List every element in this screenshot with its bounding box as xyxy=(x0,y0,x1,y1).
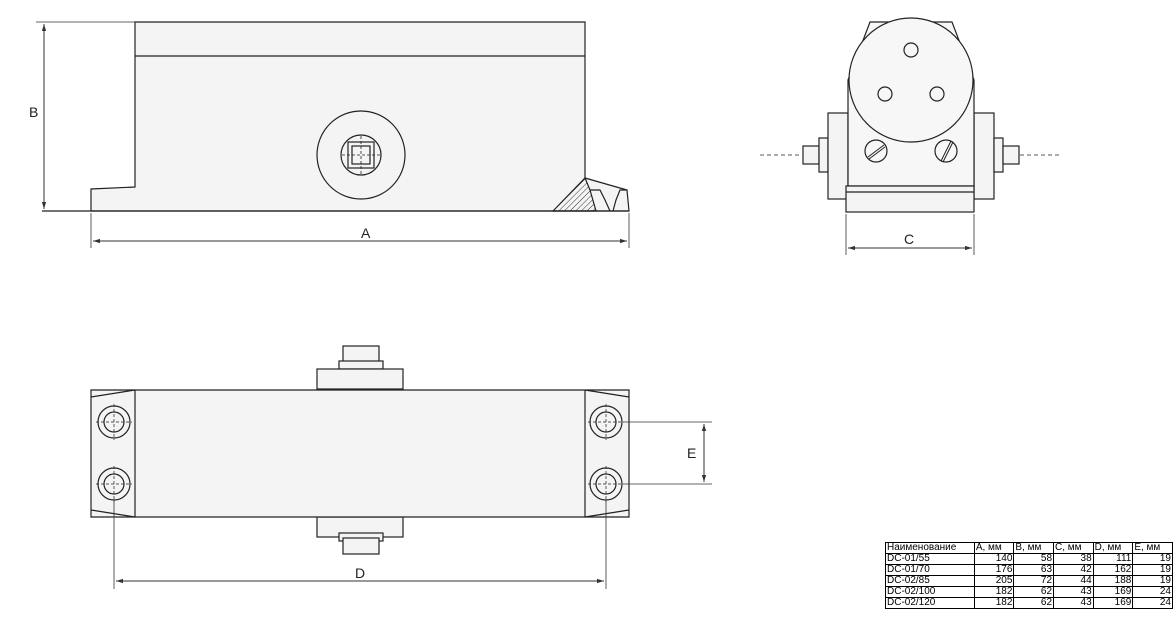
spec-table-cell: 182 xyxy=(973,597,1015,609)
front-right-bolt xyxy=(993,137,1004,173)
top-upper-boss xyxy=(316,368,404,390)
front-base-plate xyxy=(845,185,975,213)
spec-table-cell: 176 xyxy=(973,564,1015,576)
top-upper-shaft-collar xyxy=(338,360,384,370)
spec-table-cell: 62 xyxy=(1013,597,1055,609)
front-hole-left xyxy=(877,86,893,102)
spec-table-header-cell: B, мм xyxy=(1013,542,1055,554)
dimension-c xyxy=(845,214,975,255)
front-screw-left xyxy=(864,139,888,163)
spec-table-cell: 24 xyxy=(1132,586,1173,598)
spec-table-header-cell: A, мм xyxy=(973,542,1015,554)
spec-table-cell: 162 xyxy=(1092,564,1134,576)
spec-table-header-cell: E, мм xyxy=(1132,542,1173,554)
spec-table-header-cell: Наименование xyxy=(885,542,975,554)
side-axle-outer xyxy=(316,110,406,200)
dimension-e xyxy=(624,421,712,485)
dimension-b-label: B xyxy=(29,104,38,120)
side-view xyxy=(42,21,630,212)
spec-table-cell: 44 xyxy=(1053,575,1094,587)
spec-table-cell: 58 xyxy=(1013,553,1055,565)
spec-table-cell: 169 xyxy=(1092,597,1134,609)
spec-table-cell: 42 xyxy=(1053,564,1094,576)
spec-table-cell: 188 xyxy=(1092,575,1134,587)
spec-table-cell: DC-02/85 xyxy=(885,575,975,587)
dimension-d-label: D xyxy=(355,565,365,581)
spec-table-cell: 62 xyxy=(1013,586,1055,598)
spec-table-cell: 72 xyxy=(1013,575,1055,587)
spec-table-cell: DC-02/120 xyxy=(885,597,975,609)
top-mount-hole-tr xyxy=(588,404,624,440)
spec-table-cell: 63 xyxy=(1013,564,1055,576)
spec-table-header-cell: D, мм xyxy=(1092,542,1134,554)
front-right-bolt-cap xyxy=(1002,145,1020,165)
spec-table-cell: 182 xyxy=(973,586,1015,598)
front-hole-right xyxy=(929,86,945,102)
front-screw-right xyxy=(934,139,958,163)
spec-table-cell: 205 xyxy=(973,575,1015,587)
spec-table-cell: 38 xyxy=(1053,553,1094,565)
top-view xyxy=(90,345,630,555)
spec-table-header-cell: C, мм xyxy=(1053,542,1094,554)
spec-table-cell: 140 xyxy=(973,553,1015,565)
side-axle-ring xyxy=(340,134,382,176)
front-left-bolt xyxy=(818,137,829,173)
dimension-a-label: A xyxy=(361,225,371,241)
front-right-flange xyxy=(973,112,995,200)
dimension-a xyxy=(90,213,630,248)
spec-table-cell: 24 xyxy=(1132,597,1173,609)
top-mount-hole-tl xyxy=(96,404,132,440)
spec-table-cell: 43 xyxy=(1053,597,1094,609)
front-hole-top xyxy=(903,42,919,58)
spec-table-cell: 19 xyxy=(1132,553,1173,565)
front-view xyxy=(760,17,1060,213)
spec-table-cell: DC-01/55 xyxy=(885,553,975,565)
dimension-e-label: E xyxy=(687,445,696,461)
spec-table-cell: 19 xyxy=(1132,564,1173,576)
top-lower-shaft-cap xyxy=(342,537,380,555)
front-disc xyxy=(848,17,974,143)
spec-table-cell: DC-02/100 xyxy=(885,586,975,598)
side-mount-notch xyxy=(590,189,627,212)
spec-table-cell: DC-01/70 xyxy=(885,564,975,576)
spec-table-cell: 169 xyxy=(1092,586,1134,598)
top-body-outline xyxy=(90,389,630,518)
dimension-d xyxy=(113,500,607,589)
spec-table-cell: 43 xyxy=(1053,586,1094,598)
dimension-b xyxy=(36,21,135,209)
spec-table-cell: 19 xyxy=(1132,575,1173,587)
spec-table-cell: 111 xyxy=(1092,553,1134,565)
front-left-flange xyxy=(827,112,849,200)
front-left-bolt-cap xyxy=(802,145,820,165)
dimension-c-label: C xyxy=(904,231,914,247)
